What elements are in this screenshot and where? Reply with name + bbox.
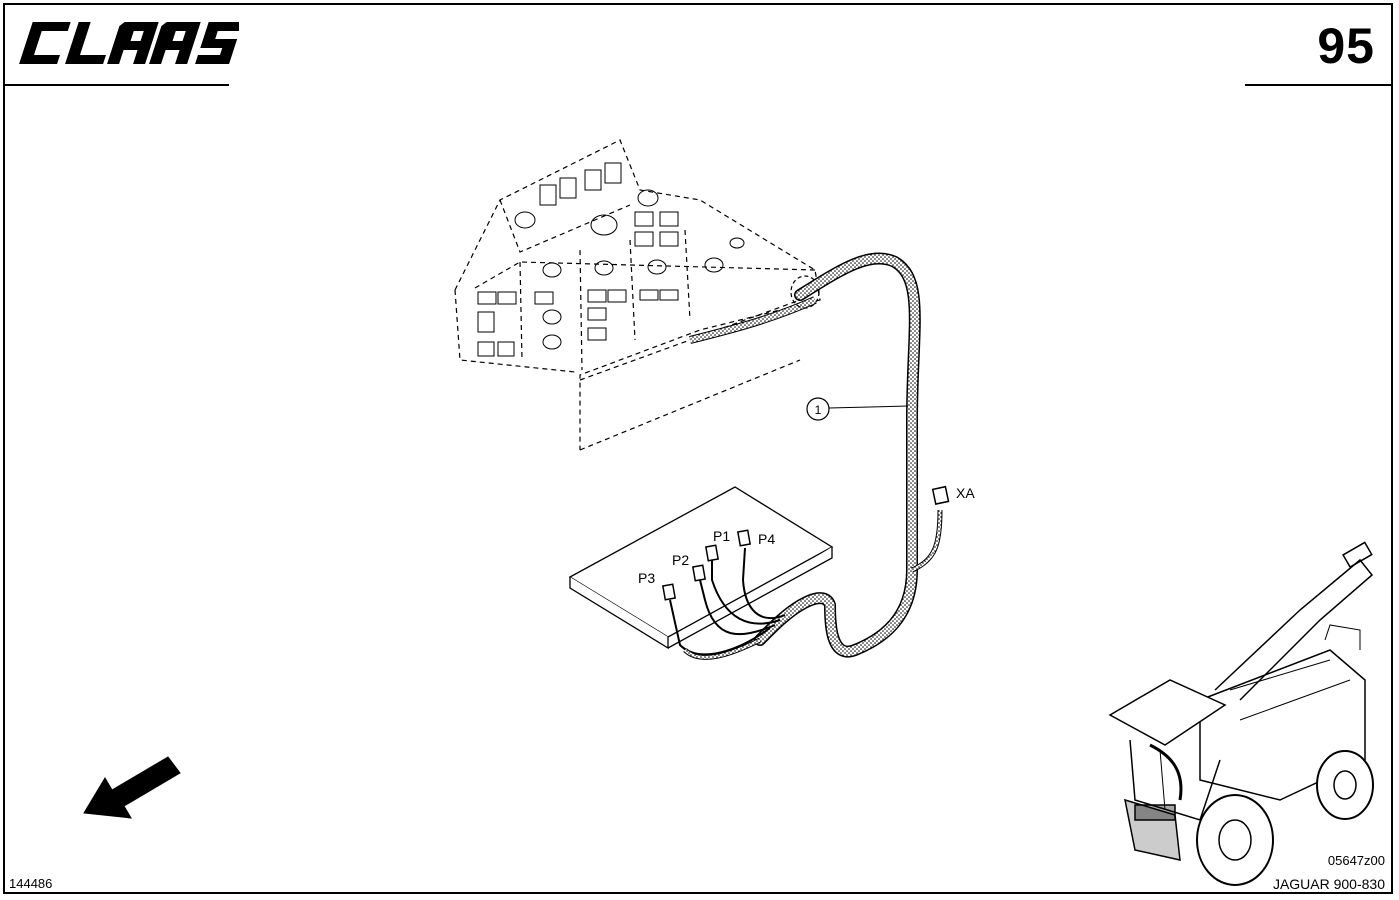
- control-console: [454, 139, 821, 451]
- forage-harvester-thumbnail: [1108, 541, 1374, 886]
- connector-p3: [661, 583, 677, 601]
- mounting-plate: [568, 486, 834, 650]
- document-id: 144486: [9, 876, 53, 891]
- console-switches: [477, 162, 745, 357]
- claas-logo: [19, 22, 239, 64]
- label-p3: P3: [638, 570, 655, 586]
- page-number: 95: [1317, 18, 1375, 74]
- connector-p4: [736, 529, 752, 547]
- label-p1: P1: [713, 528, 730, 544]
- main-harness: [754, 252, 921, 658]
- connector-p2: [691, 564, 707, 582]
- page-number-underline: [1245, 84, 1393, 86]
- callout-number: 1: [815, 403, 822, 417]
- label-p4: P4: [758, 531, 775, 547]
- connector-xa: [931, 485, 950, 505]
- sub-branches: [669, 547, 786, 656]
- connector-p1: [704, 544, 720, 562]
- arrow-down-left-icon: [83, 756, 181, 819]
- page-frame: [3, 3, 1393, 894]
- label-xa: XA: [956, 485, 975, 501]
- logo-underline: [5, 84, 229, 86]
- callout-circle: [806, 397, 830, 421]
- label-p2: P2: [672, 552, 689, 568]
- model-name: JAGUAR 900-830: [1272, 876, 1385, 892]
- image-code: 05647z00: [1327, 853, 1385, 868]
